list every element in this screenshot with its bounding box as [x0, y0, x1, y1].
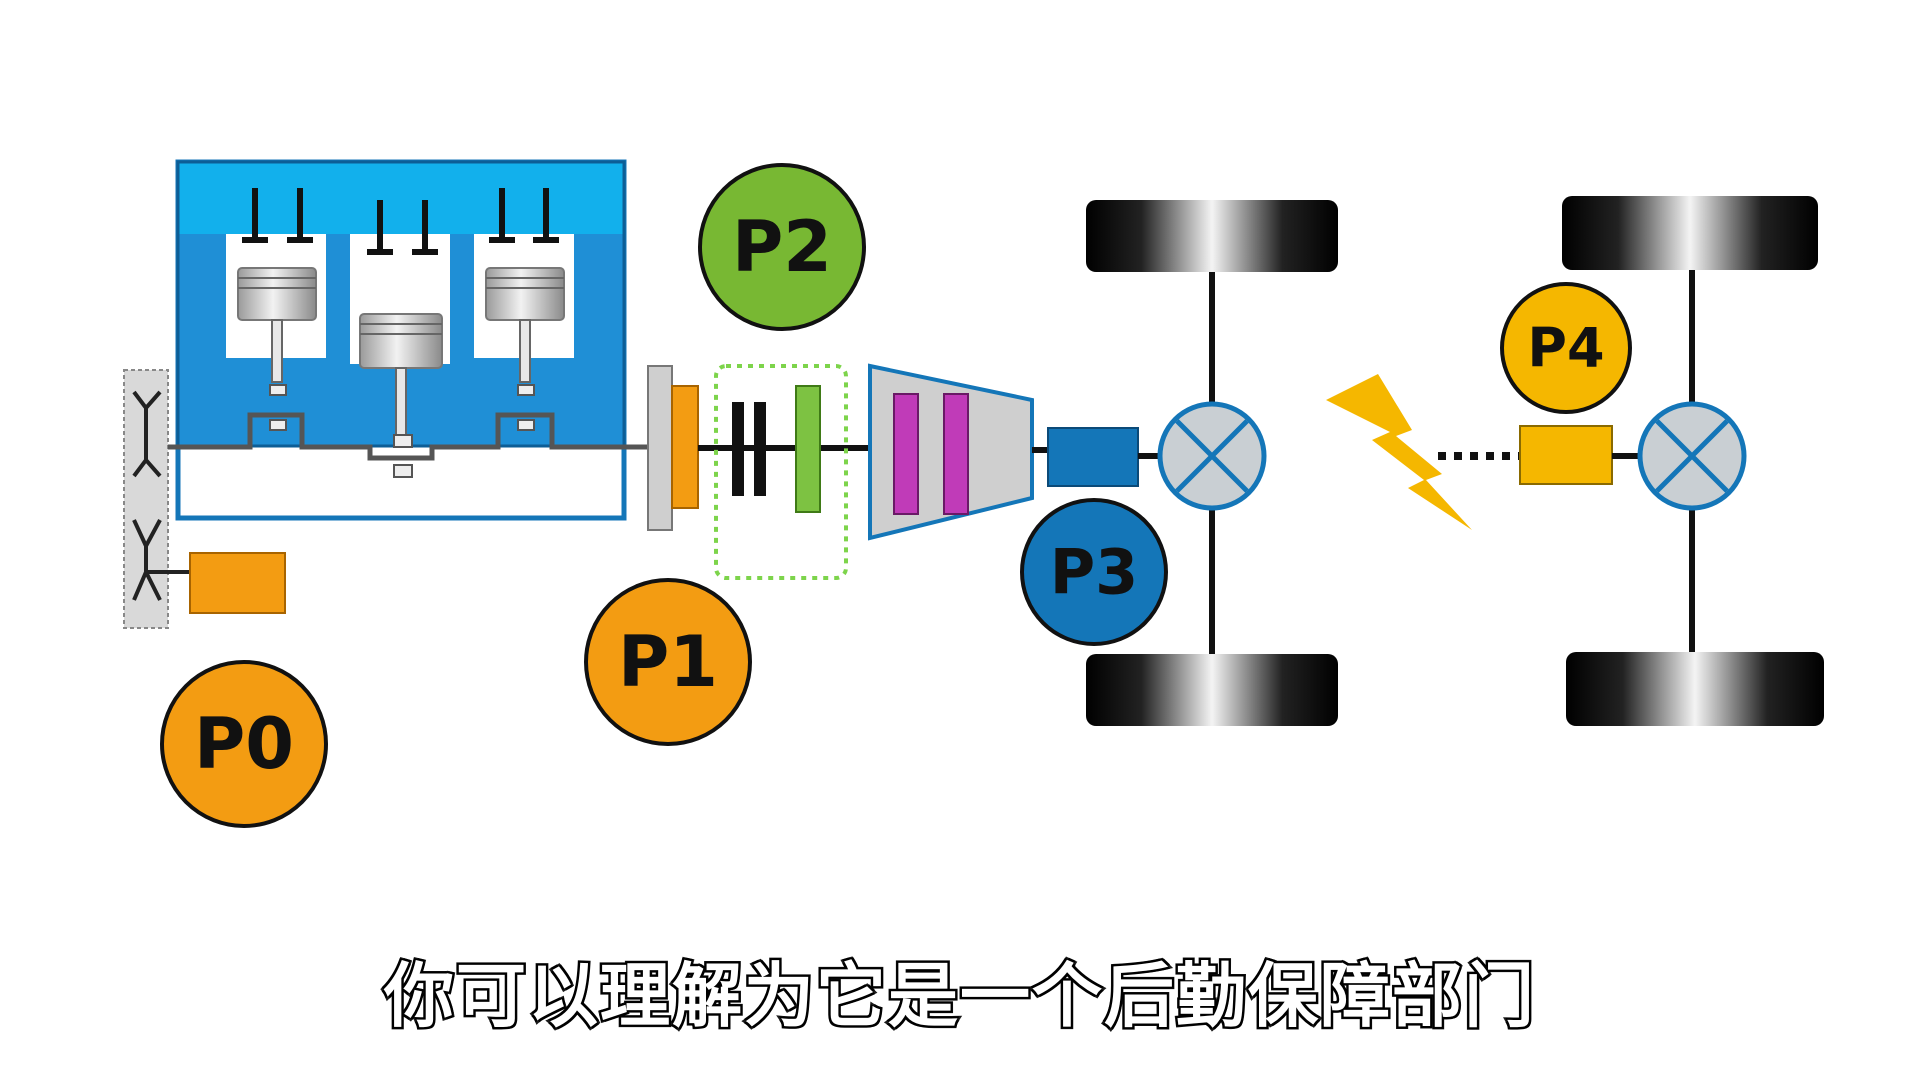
p2-motor — [795, 385, 821, 513]
pistons — [237, 267, 565, 439]
rear-axle — [1562, 196, 1824, 726]
badge-p2-label: P2 — [732, 206, 832, 288]
badge-p4: P4 — [1500, 282, 1632, 414]
badge-p3: P3 — [1020, 498, 1168, 646]
video-subtitle: 你可以理解为它是一个后勤保障部门 — [382, 953, 1537, 1040]
p4-motor — [1519, 425, 1613, 485]
rear-left-wheel — [1562, 196, 1818, 270]
engine-block — [168, 159, 648, 521]
clutch-plate-2 — [754, 402, 766, 496]
p2-module-outline — [714, 364, 848, 580]
rear-right-wheel — [1566, 652, 1824, 726]
front-left-wheel — [1086, 200, 1338, 272]
p0-belt-drive — [123, 369, 190, 629]
p0-motor — [189, 552, 286, 614]
badge-p1-label: P1 — [618, 621, 718, 703]
badge-p0-label: P0 — [194, 703, 294, 785]
badge-p4-label: P4 — [1527, 317, 1604, 380]
p1-motor — [671, 385, 699, 509]
rear-differential-cross-icon — [1637, 401, 1747, 511]
badge-p3-label: P3 — [1050, 536, 1139, 609]
clutch-plate-1 — [732, 402, 744, 496]
front-right-wheel — [1086, 654, 1338, 726]
valves — [242, 188, 559, 255]
flywheel — [647, 365, 673, 531]
front-axle — [1086, 200, 1338, 726]
badge-p0: P0 — [160, 660, 328, 828]
crankshaft — [168, 412, 648, 461]
lightning-bolt-icon — [1326, 374, 1472, 530]
badge-p1: P1 — [584, 578, 752, 746]
transmission — [868, 363, 1034, 541]
p3-motor — [1047, 427, 1139, 487]
front-differential-cross-icon — [1157, 401, 1267, 511]
badge-p2: P2 — [698, 163, 866, 331]
